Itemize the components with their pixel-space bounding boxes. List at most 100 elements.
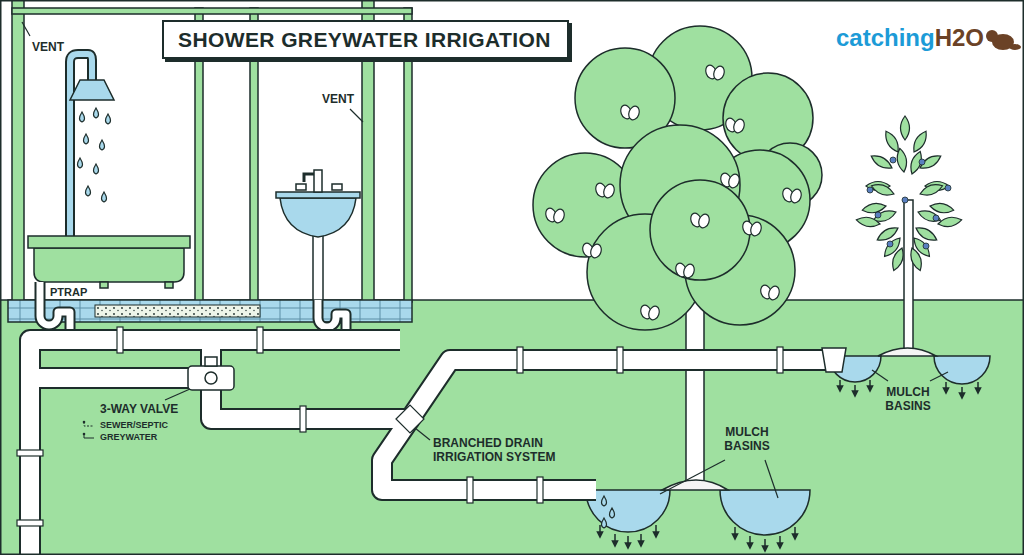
small-tree: [890, 157, 896, 163]
pipe-coupling: [257, 327, 263, 353]
small-tree: [937, 215, 962, 228]
shower: [80, 112, 85, 122]
small-tree: [887, 241, 893, 247]
big-tree: [689, 212, 711, 230]
legend-icon: [83, 421, 94, 426]
seepage-arrow: [794, 527, 796, 537]
bathtub: [28, 236, 190, 288]
vent-label-text: VENT: [32, 40, 64, 54]
vent-label: VENT: [32, 40, 64, 54]
shower: [78, 158, 83, 168]
big-tree: [741, 220, 763, 238]
sink: [296, 184, 306, 190]
pipe-coupling: [300, 406, 306, 432]
legend-symbol: [84, 434, 94, 438]
pipe-outlet: [610, 508, 615, 518]
sink: [314, 170, 322, 192]
legend-entry: GREYWATER: [100, 432, 157, 443]
leader-line: [350, 109, 363, 122]
pipe-coupling: [467, 477, 473, 503]
three-way-valve: [188, 366, 234, 390]
logo-beaver: [986, 30, 1021, 50]
drain-pipe: [30, 340, 830, 555]
basin-label-text: MULCH BASINS: [724, 425, 769, 453]
system-label: BRANCHED DRAIN IRRIGATION SYSTEM: [433, 436, 573, 465]
small-tree: [867, 157, 951, 249]
pipe-coupling: [117, 327, 123, 353]
leader-line: [930, 372, 948, 381]
p-trap: [40, 282, 346, 334]
pipe-outlet: [602, 496, 607, 506]
vent-label: VENT: [322, 92, 354, 106]
legend-entry: SEWER/SEPTIC: [100, 420, 168, 431]
mulch-basin: [586, 490, 670, 532]
three-way-valve: [188, 357, 234, 390]
bathtub: [28, 236, 190, 248]
seepage-arrow: [627, 536, 629, 546]
pipe-coupling: [617, 347, 623, 373]
small-tree: [895, 148, 908, 173]
seepage-arrow: [854, 385, 856, 394]
drain-pipe: [30, 340, 400, 555]
big-tree: [533, 26, 822, 486]
shower: [84, 134, 89, 144]
pipe-coupling: [517, 347, 523, 373]
small-tree: [904, 200, 913, 352]
small-tree: [919, 159, 925, 165]
small-tree: [908, 246, 925, 272]
pipe-coupling: [17, 520, 43, 526]
pipe-coupling: [396, 405, 424, 433]
drain-pipe: [30, 369, 200, 387]
mulch-basin: [720, 490, 810, 535]
leader-line: [765, 460, 778, 498]
logo-text-text: catching: [836, 24, 935, 51]
legend-symbol: [84, 422, 94, 426]
small-tree: [875, 212, 881, 218]
basin-label-text: MULCH BASINS: [885, 385, 930, 413]
small-tree: [870, 182, 896, 199]
small-tree: [910, 129, 930, 154]
small-tree: [867, 187, 873, 193]
sink: [304, 174, 314, 182]
small-tree: [918, 182, 944, 199]
logo-text-text: H2O: [935, 24, 984, 51]
seepage-arrow: [977, 382, 979, 391]
basin-label: MULCH BASINS: [878, 385, 938, 414]
bathtub: [34, 248, 184, 282]
mulch-basin: [662, 480, 728, 490]
wall-stud: [12, 8, 412, 14]
p-trap: [318, 300, 346, 334]
small-tree: [923, 243, 929, 249]
leader-line: [165, 389, 190, 400]
shower: [94, 164, 99, 174]
seepage-arrow: [734, 527, 736, 537]
pipe-coupling: [17, 327, 783, 526]
sink: [280, 198, 356, 237]
mulch-basin: [586, 348, 990, 535]
small-tree: [916, 208, 942, 225]
big-tree: [619, 104, 641, 122]
big-tree: [544, 207, 566, 225]
drain-pipe: [30, 340, 830, 555]
seepage-arrow: [614, 534, 616, 544]
shower: [86, 186, 91, 196]
p-trap: [318, 300, 346, 334]
pipe-outlet: [602, 348, 847, 528]
vent-label-text: VENT: [322, 92, 354, 106]
big-tree: [686, 290, 704, 486]
seepage-arrow: [655, 525, 657, 535]
legend-symbol: [83, 433, 86, 436]
logo-text: catching: [836, 24, 935, 53]
part-label: PTRAP: [50, 286, 87, 299]
leader-line: [415, 428, 430, 440]
seepage-arrow: [839, 380, 841, 389]
leader-line: [22, 22, 30, 36]
small-tree: [945, 185, 951, 191]
shower: [100, 140, 105, 150]
legend-symbol: [83, 421, 86, 424]
leader-line: [872, 370, 888, 381]
